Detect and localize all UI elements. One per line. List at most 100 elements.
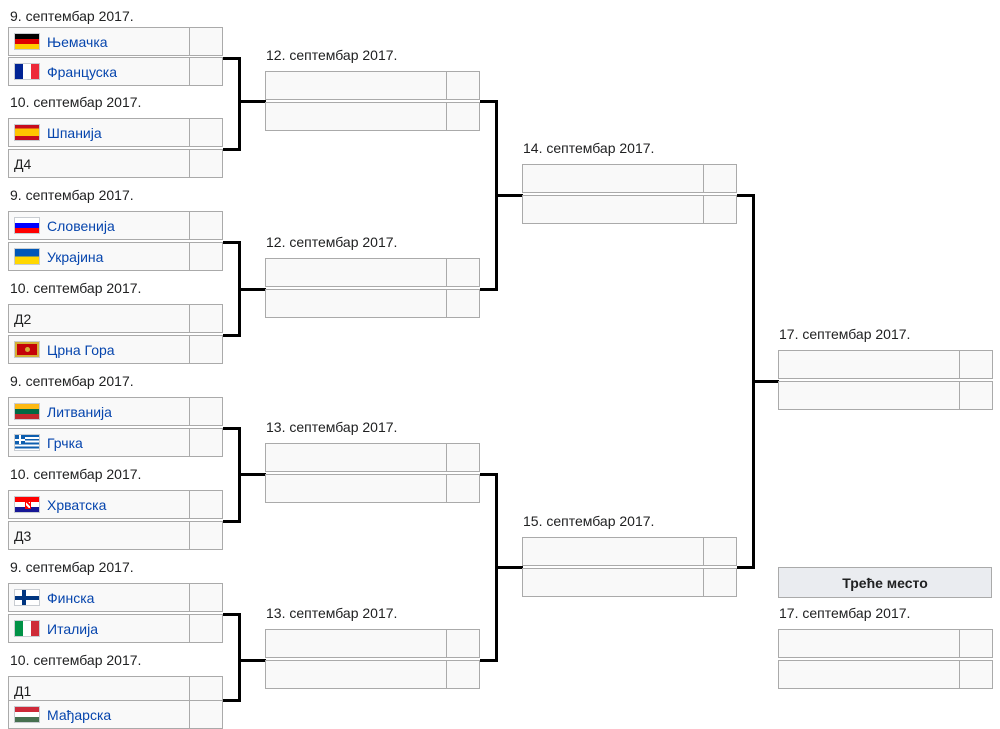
team-row [778, 350, 993, 379]
team-link-finland[interactable]: Финска [47, 589, 95, 606]
team-name-cell: Француска [9, 58, 190, 85]
team-link-greece[interactable]: Грчка [47, 434, 83, 451]
team-row [522, 164, 737, 193]
team-row [265, 102, 480, 131]
score-cell [187, 522, 222, 549]
team-row [522, 537, 737, 566]
r1-date-1: 9. септембар 2017. [10, 8, 134, 24]
team-name-cell: Д4 [9, 150, 190, 177]
r1-date-7: 9. септембар 2017. [10, 559, 134, 575]
bracket-connector [737, 566, 755, 569]
team-placeholder-d2: Д2 [14, 310, 32, 327]
bracket-connector [480, 473, 498, 476]
team-row: Д2 [8, 304, 223, 333]
team-link-france[interactable]: Француска [47, 63, 118, 80]
spain-flag-icon [14, 124, 40, 141]
team-link-ukraine[interactable]: Украјина [47, 248, 104, 265]
final-date: 17. септембар 2017. [779, 326, 911, 342]
team-name-cell: Финска [9, 584, 190, 611]
team-link-croatia[interactable]: Хрватска [47, 496, 107, 513]
score-cell [187, 28, 222, 55]
bracket-connector [223, 699, 241, 702]
team-name-cell [266, 72, 447, 99]
score-cell [444, 259, 479, 286]
team-name-cell [266, 290, 447, 317]
score-cell [444, 72, 479, 99]
team-row [778, 660, 993, 689]
score-cell [444, 661, 479, 688]
team-link-hungary[interactable]: Мађарска [47, 706, 112, 723]
team-name-cell: Д1 [9, 677, 190, 704]
score-cell [701, 196, 736, 223]
score-cell [701, 538, 736, 565]
bracket-connector [480, 288, 498, 291]
bracket-connector [223, 613, 241, 616]
score-cell [701, 165, 736, 192]
bracket-connector [223, 148, 241, 151]
team-name-cell: Шпанија [9, 119, 190, 146]
sf-date-1: 14. септембар 2017. [523, 140, 655, 156]
team-placeholder-d1: Д1 [14, 682, 32, 699]
score-cell [444, 475, 479, 502]
qf-date-4: 13. септембар 2017. [266, 605, 398, 621]
team-link-slovenia[interactable]: Словенија [47, 217, 115, 234]
score-cell [957, 382, 992, 409]
team-name-cell: Украјина [9, 243, 190, 270]
team-name-cell [779, 351, 960, 378]
r1-date-5: 9. септембар 2017. [10, 373, 134, 389]
team-name-cell: Грчка [9, 429, 190, 456]
team-link-italy[interactable]: Италија [47, 620, 98, 637]
team-name-cell [266, 444, 447, 471]
team-row: Њемачка [8, 27, 223, 56]
bracket-connector [238, 659, 266, 662]
team-name-cell [779, 382, 960, 409]
score-cell [187, 701, 222, 728]
score-cell [957, 351, 992, 378]
team-row: Д3 [8, 521, 223, 550]
r1-date-6: 10. септембар 2017. [10, 466, 142, 482]
germany-flag-icon [14, 33, 40, 50]
team-row [778, 381, 993, 410]
r1-date-3: 9. септембар 2017. [10, 187, 134, 203]
bracket-connector [223, 520, 241, 523]
bracket-connector [480, 659, 498, 662]
team-row: Словенија [8, 211, 223, 240]
team-name-cell [266, 475, 447, 502]
team-row [522, 195, 737, 224]
score-cell [187, 58, 222, 85]
team-name-cell: Њемачка [9, 28, 190, 55]
sf-date-2: 15. септембар 2017. [523, 513, 655, 529]
team-name-cell [523, 538, 704, 565]
team-link-spain[interactable]: Шпанија [47, 124, 102, 141]
team-row: Украјина [8, 242, 223, 271]
team-link-germany[interactable]: Њемачка [47, 33, 108, 50]
croatia-flag-icon [14, 496, 40, 513]
team-name-cell: Црна Гора [9, 336, 190, 363]
team-link-lithuania[interactable]: Литванија [47, 403, 112, 420]
ukraine-flag-icon [14, 248, 40, 265]
score-cell [187, 491, 222, 518]
bracket-connector [752, 380, 779, 383]
bracket-connector [238, 100, 266, 103]
team-name-cell: Италија [9, 615, 190, 642]
team-link-montenegro[interactable]: Црна Гора [47, 341, 115, 358]
bracket-connector [238, 473, 266, 476]
bracket-connector [223, 334, 241, 337]
team-row [265, 474, 480, 503]
team-row: Грчка [8, 428, 223, 457]
qf-date-2: 12. септембар 2017. [266, 234, 398, 250]
italy-flag-icon [14, 620, 40, 637]
team-name-cell [266, 259, 447, 286]
team-row: Француска [8, 57, 223, 86]
score-cell [187, 119, 222, 146]
team-name-cell: Мађарска [9, 701, 190, 728]
team-name-cell [523, 165, 704, 192]
bracket-connector [495, 566, 523, 569]
team-name-cell: Литванија [9, 398, 190, 425]
slovenia-flag-icon [14, 217, 40, 234]
team-row [265, 258, 480, 287]
score-cell [187, 150, 222, 177]
score-cell [957, 630, 992, 657]
team-name-cell: Д3 [9, 522, 190, 549]
score-cell [187, 429, 222, 456]
